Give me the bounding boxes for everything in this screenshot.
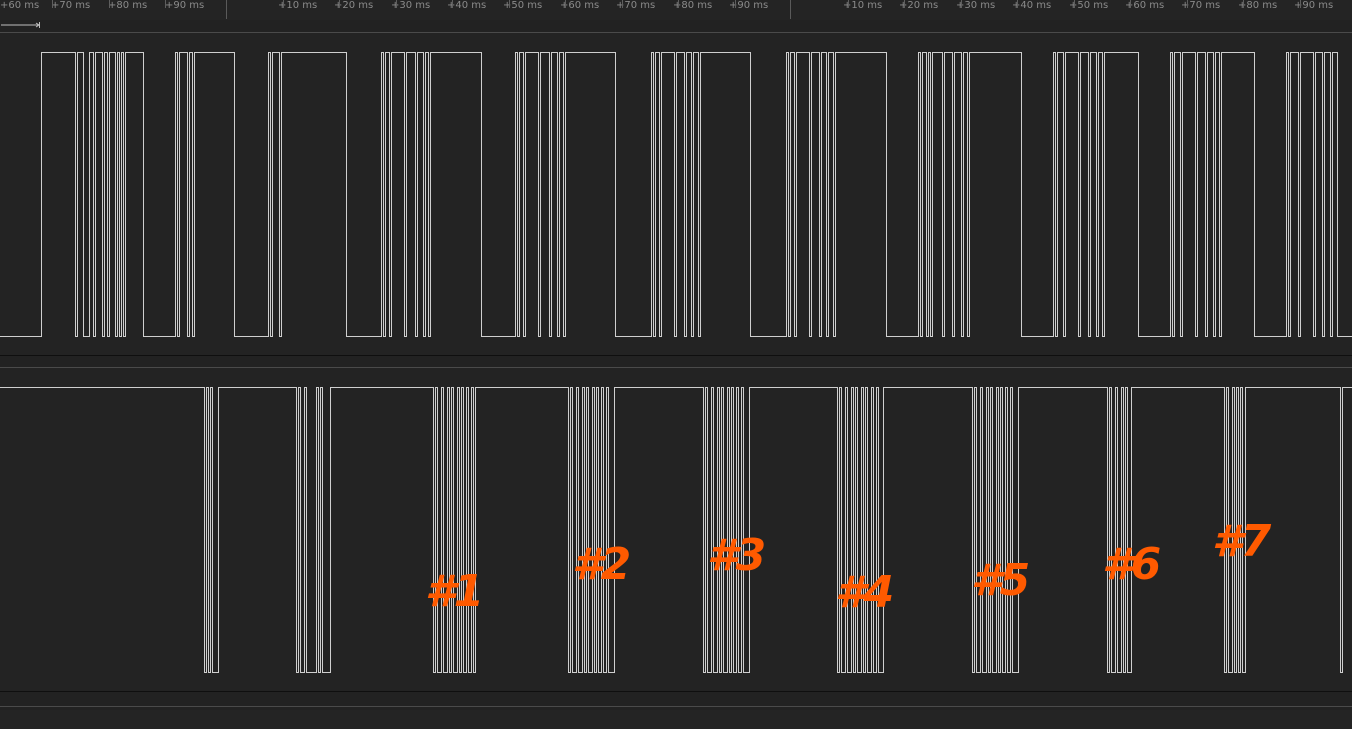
ruler-tick-mark xyxy=(1074,0,1075,8)
ruler-tick-mark xyxy=(396,0,397,8)
bottom-scroll-area[interactable] xyxy=(0,710,1352,729)
ruler-tick-mark xyxy=(565,0,566,8)
ruler-tick-mark xyxy=(452,0,453,8)
ruler-tick-mark xyxy=(1017,0,1018,8)
marker-label-7: #7 xyxy=(1212,516,1271,567)
ruler-tick-mark xyxy=(904,0,905,8)
ruler-tick-mark xyxy=(1130,0,1131,8)
channel-separator xyxy=(0,706,1352,707)
ruler-tick-label: +80 ms xyxy=(673,0,713,11)
channel-2-row[interactable] xyxy=(0,368,1352,691)
ruler-tick-label: +50 ms xyxy=(1069,0,1109,11)
ruler-tick-label: +70 ms xyxy=(51,0,91,11)
channel-separator xyxy=(0,367,1352,368)
marker-label-5: #5 xyxy=(971,555,1030,606)
ruler-tick-mark xyxy=(339,0,340,8)
marker-label-1: #1 xyxy=(425,566,484,617)
ruler-tick-label: +60 ms xyxy=(0,0,40,11)
waveform-trace xyxy=(0,52,1352,337)
channel-1-row[interactable] xyxy=(0,33,1352,355)
ruler-tick-mark xyxy=(622,0,623,8)
ruler-tick-mark xyxy=(283,0,284,8)
ruler-tick-label: +10 ms xyxy=(843,0,883,11)
ruler-tick-mark xyxy=(109,0,110,8)
ruler-tick-label: +40 ms xyxy=(1012,0,1052,11)
ruler-tick-label: +20 ms xyxy=(334,0,374,11)
ruler-tick-mark xyxy=(509,0,510,8)
ruler-tick-mark xyxy=(1187,0,1188,8)
ruler-tick-label: +90 ms xyxy=(729,0,769,11)
ruler-tick-label: +40 ms xyxy=(447,0,487,11)
waveform-trace xyxy=(0,387,1352,673)
ruler-tick-label: +70 ms xyxy=(1181,0,1221,11)
ruler-tick-label: +90 ms xyxy=(165,0,205,11)
ruler-tick-mark xyxy=(165,0,166,8)
ruler-tick-mark xyxy=(848,0,849,8)
marker-label-6: #6 xyxy=(1102,539,1161,590)
ruler-tick-label: +50 ms xyxy=(503,0,543,11)
ruler-tick-label: +60 ms xyxy=(560,0,600,11)
ruler-tick-mark xyxy=(735,0,736,8)
range-arrow-icon xyxy=(1,22,40,28)
ruler-tick-label: +90 ms xyxy=(1294,0,1334,11)
ruler-tick-label: +80 ms xyxy=(108,0,148,11)
ruler-tick-mark xyxy=(678,0,679,8)
marker-label-2: #2 xyxy=(572,539,631,590)
ruler-tick-mark xyxy=(961,0,962,8)
channel-separator xyxy=(0,691,1352,692)
ruler-major-divider xyxy=(226,0,227,19)
ruler-tick-label: +10 ms xyxy=(278,0,318,11)
ruler-tick-mark xyxy=(52,0,53,8)
channel-1-waveform xyxy=(0,52,1352,337)
marker-label-3: #3 xyxy=(707,530,766,581)
time-ruler[interactable]: +60 ms +70 ms +80 ms +90 ms +10 ms +20 m… xyxy=(0,0,1352,20)
marker-label-4: #4 xyxy=(835,567,894,618)
ruler-tick-label: +30 ms xyxy=(956,0,996,11)
zoom-range-indicator[interactable] xyxy=(1,22,41,28)
ruler-tick-label: +20 ms xyxy=(899,0,939,11)
ruler-tick-mark xyxy=(1300,0,1301,8)
ruler-tick-label: +60 ms xyxy=(1125,0,1165,11)
ruler-tick-label: +70 ms xyxy=(616,0,656,11)
ruler-major-divider xyxy=(790,0,791,19)
channel-separator xyxy=(0,355,1352,356)
ruler-separator xyxy=(0,32,1352,33)
ruler-tick-label: +30 ms xyxy=(391,0,431,11)
ruler-tick-mark xyxy=(1243,0,1244,8)
ruler-tick-label: +80 ms xyxy=(1238,0,1278,11)
channel-2-waveform xyxy=(0,387,1352,673)
